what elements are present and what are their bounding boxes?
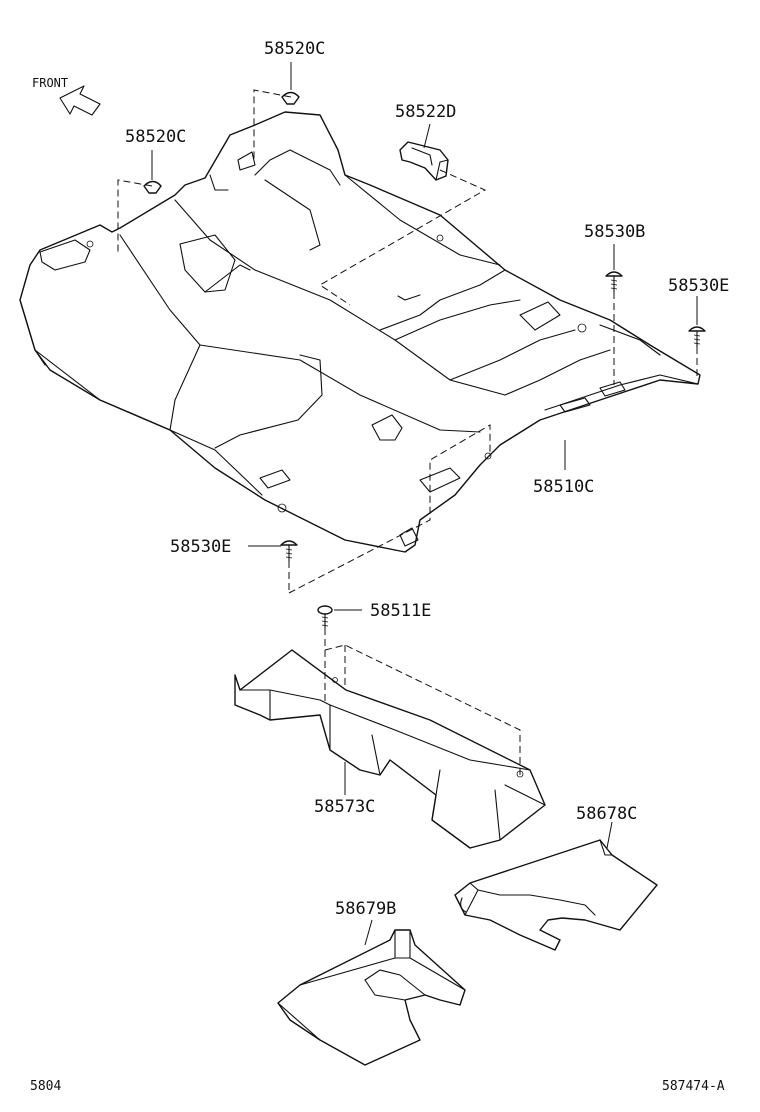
label-58678c: 58678C bbox=[576, 804, 637, 824]
label-58520c-upper: 58520C bbox=[264, 39, 325, 59]
floor-mat-58679b bbox=[277, 929, 466, 1066]
label-58573c: 58573C bbox=[314, 797, 375, 817]
label-58679b: 58679B bbox=[335, 899, 396, 919]
rear-cover-58573c bbox=[234, 649, 546, 849]
part-labels: 58520C 58520C 58522D 58530B 58530E 58510… bbox=[125, 39, 729, 919]
label-58530e-lower: 58530E bbox=[170, 537, 231, 557]
label-58530b: 58530B bbox=[584, 222, 645, 242]
label-58510c: 58510C bbox=[533, 477, 594, 497]
clip-lower-e bbox=[280, 540, 298, 562]
label-58522d: 58522D bbox=[395, 102, 456, 122]
label-58530e-right: 58530E bbox=[668, 276, 729, 296]
front-arrow-icon: FRONT bbox=[32, 76, 101, 116]
clip-right-b bbox=[605, 271, 623, 293]
front-label: FRONT bbox=[32, 76, 68, 90]
footer-diagram-id: 587474-A bbox=[662, 1079, 725, 1094]
floor-mat-58678c bbox=[454, 839, 658, 951]
clip-upper bbox=[281, 91, 300, 105]
label-58511e: 58511E bbox=[370, 601, 431, 621]
screw-58511e bbox=[317, 605, 333, 629]
leader-lines bbox=[151, 62, 698, 946]
clip-left bbox=[143, 180, 162, 194]
main-floor-carpet bbox=[19, 111, 701, 553]
clip-right-e bbox=[688, 326, 706, 348]
assembly-dashed-lines bbox=[117, 89, 698, 775]
label-58520c-left: 58520C bbox=[125, 127, 186, 147]
footer-page-code: 5804 bbox=[30, 1079, 61, 1094]
